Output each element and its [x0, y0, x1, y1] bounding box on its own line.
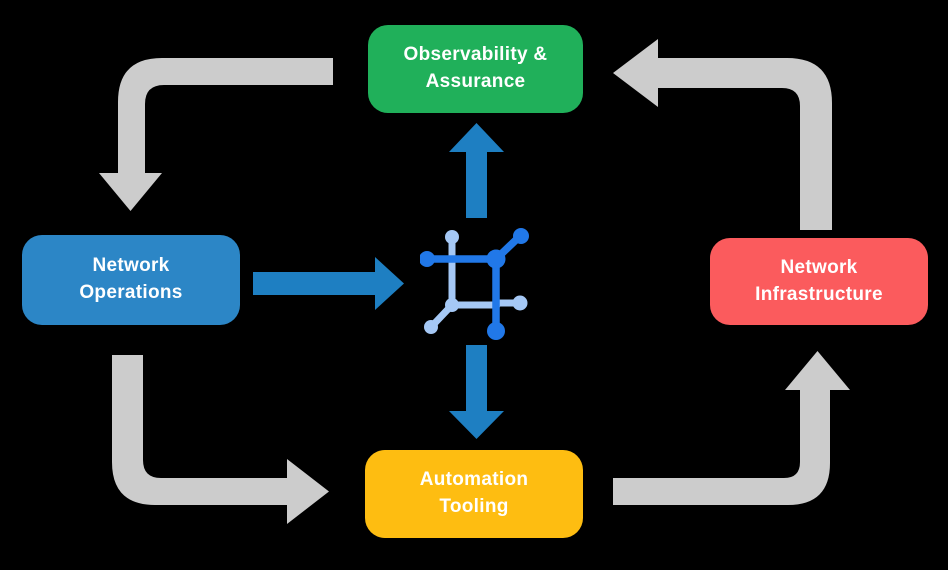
arrow-infrastructure-to-observability — [613, 39, 832, 230]
arrow-center-to-automation — [449, 345, 504, 439]
node-label-line: Infrastructure — [755, 283, 883, 305]
network-mesh-icon-light — [424, 230, 528, 334]
node-label-line: Network — [780, 256, 858, 278]
network-mesh-icon — [420, 228, 529, 340]
node-network-operations: Network Operations — [22, 235, 240, 325]
node-network-infrastructure: Network Infrastructure — [710, 238, 928, 325]
arrow-center-to-observability — [449, 123, 504, 218]
network-mesh-icon-dark — [420, 228, 529, 340]
arrow-operations-to-center — [253, 257, 404, 310]
arrow-operations-to-automation — [112, 355, 329, 524]
node-label-line: Tooling — [439, 496, 509, 517]
node-label-line: Observability & — [403, 44, 548, 66]
node-label-line: Operations — [79, 282, 183, 303]
node-label-line: Assurance — [425, 71, 526, 92]
arrow-observability-to-operations — [99, 58, 333, 211]
node-label-line: Automation — [419, 469, 529, 491]
node-label-line: Network — [92, 255, 170, 277]
node-observability-assurance: Observability & Assurance — [368, 25, 583, 113]
node-automation-tooling: Automation Tooling — [365, 450, 583, 538]
arrow-automation-to-infrastructure — [613, 351, 850, 505]
